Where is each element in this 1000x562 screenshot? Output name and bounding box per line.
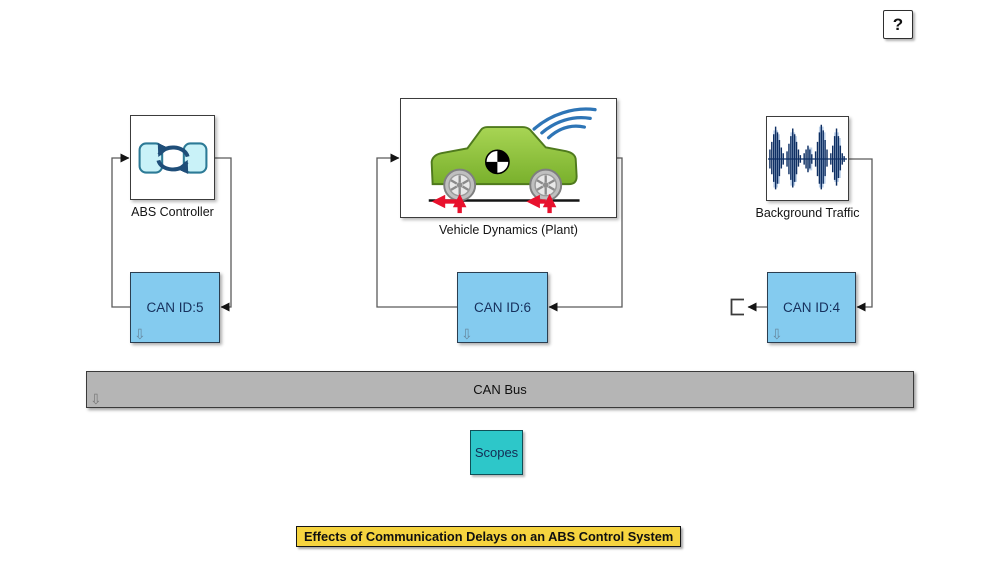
can-id-5-label: CAN ID:5 (146, 300, 204, 315)
can-id-4-block[interactable]: CAN ID:4 ⇩ (767, 272, 856, 343)
waveform-icon (768, 124, 847, 190)
can-id-6-label: CAN ID:6 (473, 300, 531, 315)
vehicle-dynamics-label: Vehicle Dynamics (Plant) (439, 223, 578, 237)
scopes-label: Scopes (474, 445, 519, 460)
can-id-5-block[interactable]: CAN ID:5 ⇩ (130, 272, 220, 343)
wind-swoosh-icon (532, 107, 597, 140)
state-cycle-icon (138, 141, 207, 174)
wire-can5-to-abs (111, 153, 130, 308)
can-bus-label: CAN Bus (473, 382, 527, 397)
title-annotation[interactable]: Effects of Communication Delays on an AB… (296, 526, 682, 547)
can-id-6-block[interactable]: CAN ID:6 ⇩ (457, 272, 548, 343)
down-arrow-badge-icon: ⇩ (461, 325, 473, 342)
force-arrows-icon (431, 193, 557, 214)
open-bracket-terminator-icon (730, 298, 744, 316)
car-icon (428, 107, 597, 214)
abs-controller-label: ABS Controller (131, 205, 214, 219)
down-arrow-badge-icon: ⇩ (771, 325, 783, 342)
can-bus-block[interactable]: CAN Bus ⇩ (86, 371, 914, 408)
background-traffic-label: Background Traffic (755, 206, 860, 220)
down-arrow-badge-icon: ⇩ (134, 325, 146, 342)
background-traffic-block[interactable] (766, 116, 849, 201)
scopes-block[interactable]: Scopes (470, 430, 523, 475)
crash-dummy-icon (485, 149, 510, 175)
help-button[interactable]: ? (883, 10, 913, 39)
abs-controller-block[interactable] (130, 115, 215, 200)
vehicle-dynamics-block[interactable] (400, 98, 617, 218)
down-arrow-badge-icon: ⇩ (90, 390, 102, 407)
can-id-4-label: CAN ID:4 (782, 300, 840, 315)
